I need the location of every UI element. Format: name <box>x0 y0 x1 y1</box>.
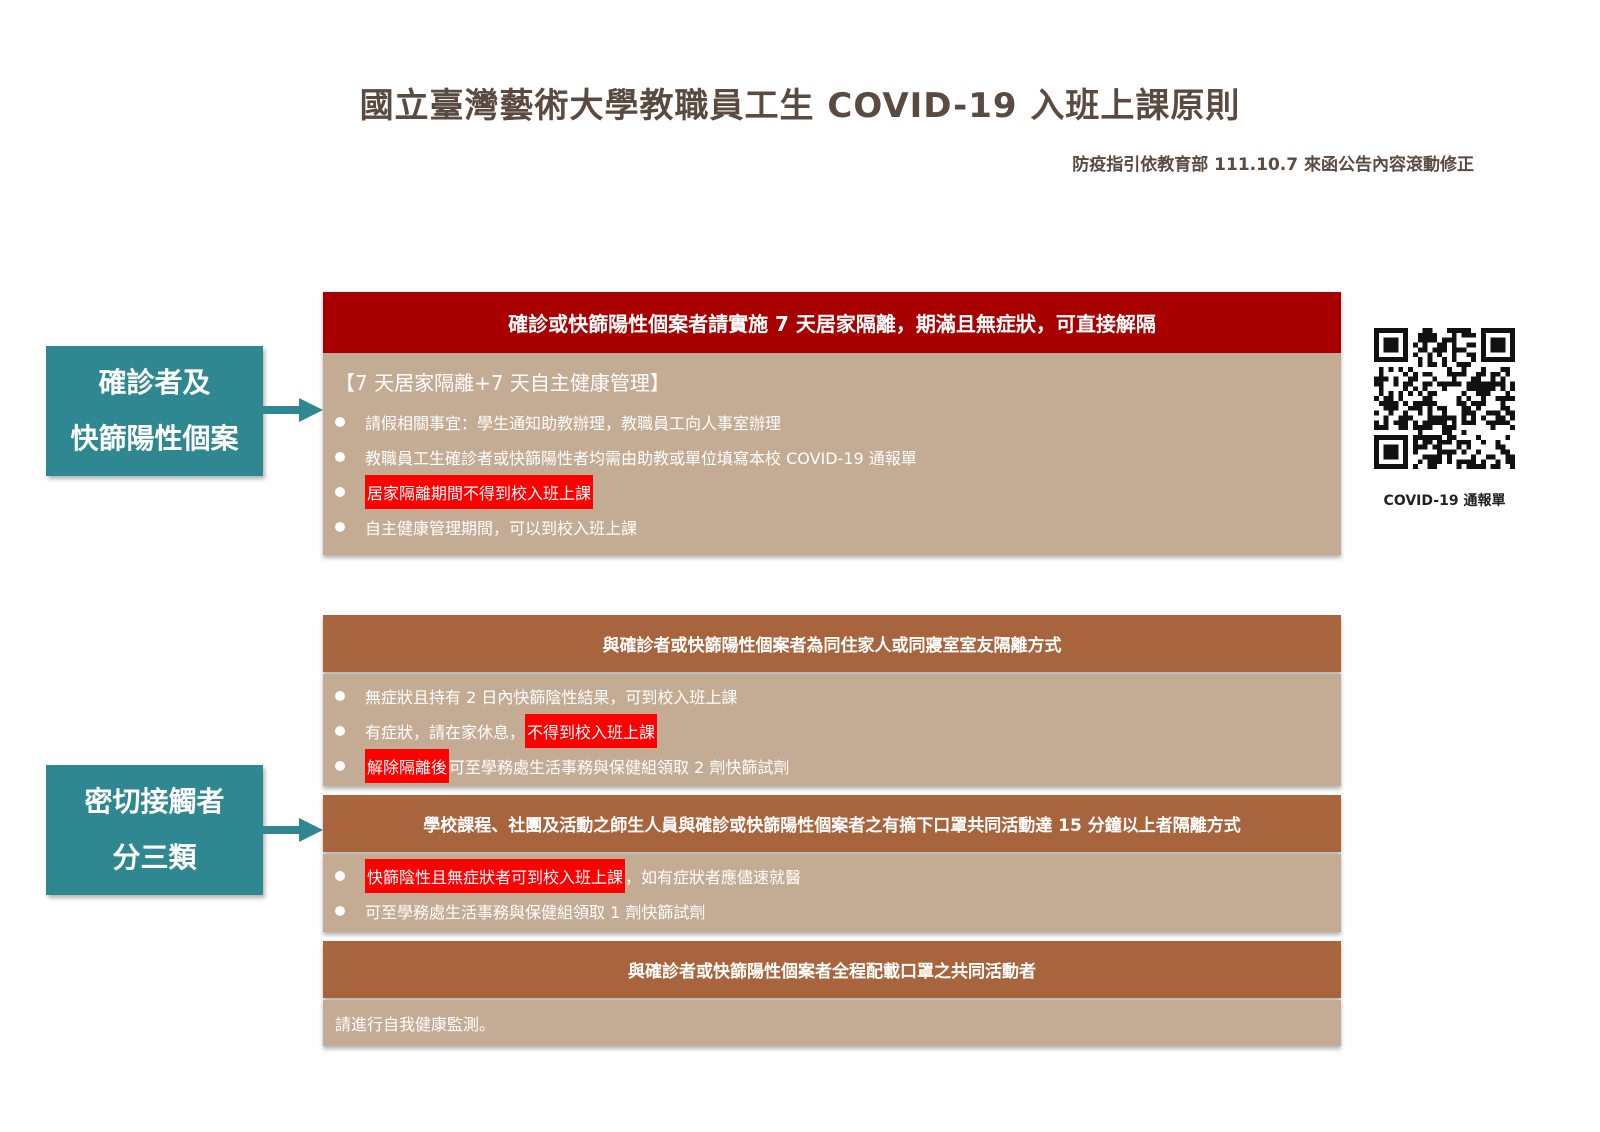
section2-header: 與確診者或快篩陽性個案者為同住家人或同寢室室友隔離方式 <box>323 615 1341 672</box>
bullet-icon <box>335 725 345 736</box>
section1-subhead: 【7 天居家隔離+7 天自主健康管理】 <box>335 371 670 395</box>
confirmed-case-label: 確診者及 快篩陽性個案 <box>46 346 263 476</box>
item-text-highlight: 不得到校入班上課 <box>525 713 658 748</box>
item-text: 有症狀，請在家休息， <box>365 722 526 742</box>
label-line: 確診者及 <box>98 366 211 399</box>
item-text-highlight: 解除隔離後 <box>365 748 450 783</box>
item-text-highlight: 快篩陰性且無症狀者可到校入班上課 <box>365 858 626 893</box>
section1-header: 確診或快篩陽性個案者請實施 7 天居家隔離，期滿且無症狀，可直接解隔 <box>323 292 1341 353</box>
bullet-icon <box>335 521 345 532</box>
list-item: 居家隔離期間不得到校入班上課 <box>335 474 1341 509</box>
subtitle: 防疫指引依教育部 111.10.7 來函公告內容滾動修正 <box>1072 155 1474 175</box>
item-text: 請假相關事宜：學生通知助教辦理，教職員工向人事室辦理 <box>365 413 782 433</box>
label-line: 快篩陽性個案 <box>70 422 239 455</box>
arrow-right-icon <box>263 818 323 842</box>
list-item: 解除隔離後可至學務處生活事務與保健組領取 2 劑快篩試劑 <box>335 748 1341 783</box>
bullet-icon <box>335 690 345 701</box>
list-item: 無症狀且持有 2 日內快篩陰性結果，可到校入班上課 <box>335 678 1341 713</box>
item-text: ，如有症狀者應儘速就醫 <box>625 867 802 887</box>
bullet-icon <box>335 416 345 427</box>
section2-body: 無症狀且持有 2 日內快篩陰性結果，可到校入班上課 有症狀，請在家休息，不得到校… <box>323 674 1341 786</box>
qr-label: COVID-19 通報單 <box>1383 493 1506 509</box>
close-contact-label: 密切接觸者 分三類 <box>46 765 263 895</box>
section3-header: 學校課程、社團及活動之師生人員與確診或快篩陽性個案者之有摘下口罩共同活動達 15… <box>323 795 1341 852</box>
list-item: 快篩陰性且無症狀者可到校入班上課，如有症狀者應儘速就醫 <box>335 858 1341 893</box>
bullet-icon <box>335 451 345 462</box>
item-text: 無症狀且持有 2 日內快篩陰性結果，可到校入班上課 <box>365 687 738 707</box>
label-line: 密切接觸者 <box>84 785 225 818</box>
item-text-highlight: 居家隔離期間不得到校入班上課 <box>365 474 594 509</box>
label-line: 分三類 <box>112 841 197 874</box>
arrow-right-icon <box>263 398 323 422</box>
page-title: 國立臺灣藝術大學教職員工生 COVID-19 入班上課原則 <box>359 86 1241 126</box>
section4-header: 與確診者或快篩陽性個案者全程配載口罩之共同活動者 <box>323 941 1341 998</box>
section4-body: 請進行自我健康監測。 <box>323 1000 1341 1046</box>
list-item: 有症狀，請在家休息，不得到校入班上課 <box>335 713 1341 748</box>
bullet-icon <box>335 905 345 916</box>
section3-body: 快篩陰性且無症狀者可到校入班上課，如有症狀者應儘速就醫 可至學務處生活事務與保健… <box>323 854 1341 932</box>
list-item: 教職員工生確診者或快篩陽性者均需由助教或單位填寫本校 COVID-19 通報單 <box>335 439 1341 474</box>
item-text: 教職員工生確診者或快篩陽性者均需由助教或單位填寫本校 COVID-19 通報單 <box>365 448 917 468</box>
item-text: 可至學務處生活事務與保健組領取 1 劑快篩試劑 <box>365 902 706 922</box>
bullet-icon <box>335 486 345 497</box>
qr-code-icon[interactable] <box>1374 328 1515 469</box>
bullet-icon <box>335 870 345 881</box>
item-text: 請進行自我健康監測。 <box>335 1015 496 1034</box>
list-item: 請假相關事宜：學生通知助教辦理，教職員工向人事室辦理 <box>335 404 1341 439</box>
bullet-icon <box>335 760 345 771</box>
section1-body: 【7 天居家隔離+7 天自主健康管理】 請假相關事宜：學生通知助教辦理，教職員工… <box>323 353 1341 555</box>
list-item: 自主健康管理期間，可以到校入班上課 <box>335 509 1341 544</box>
item-text: 可至學務處生活事務與保健組領取 2 劑快篩試劑 <box>449 757 790 777</box>
item-text: 自主健康管理期間，可以到校入班上課 <box>365 518 638 538</box>
list-item: 可至學務處生活事務與保健組領取 1 劑快篩試劑 <box>335 893 1341 928</box>
